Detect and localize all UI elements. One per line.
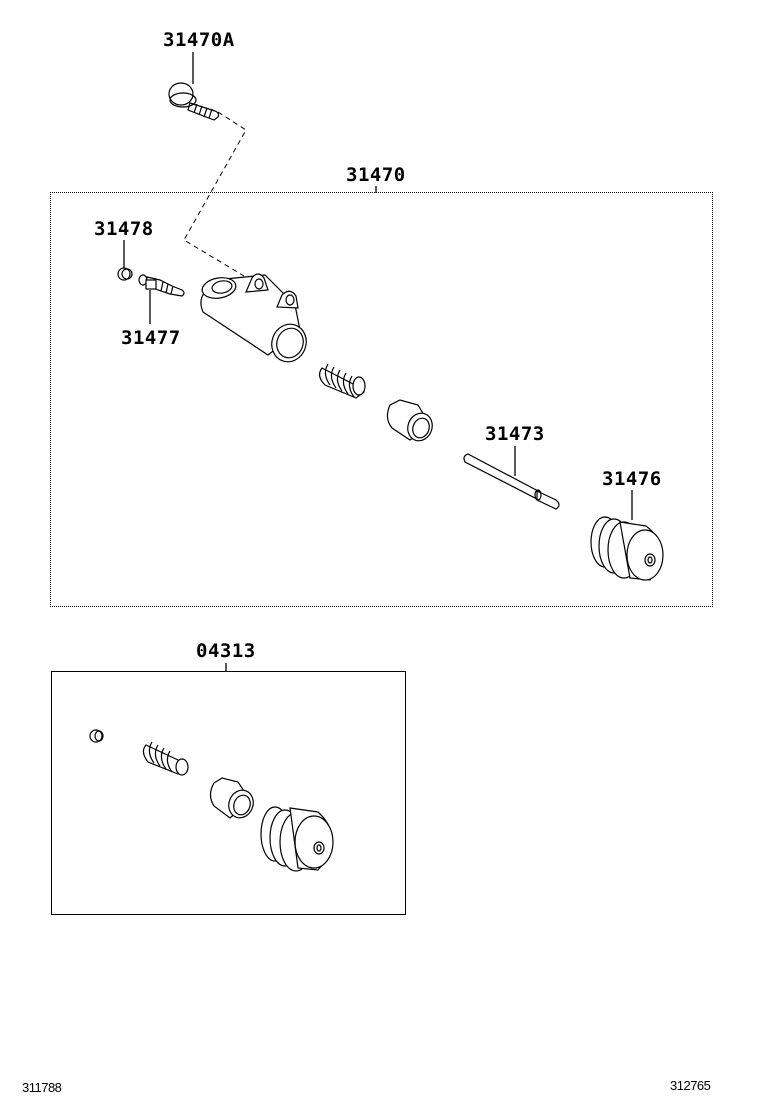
kit-04313-box [51,671,406,915]
kit-spring-icon [142,741,189,776]
assembly-31470-box [50,192,713,607]
footer-ref-code-right: 312765 [670,1078,711,1093]
boot-icon [590,516,664,581]
bolt-icon [168,82,220,121]
bleeder-plug-icon [138,274,185,297]
kit-bleeder-cap-icon [89,729,104,743]
callout-04313[interactable]: 04313 [196,640,256,662]
callout-31477[interactable]: 31477 [121,327,181,349]
callout-31478[interactable]: 31478 [94,218,154,240]
callout-31470A[interactable]: 31470A [163,29,235,51]
kit-piston-cup-icon [209,777,254,819]
push-rod-icon [463,453,560,510]
piston-cup-icon [386,399,433,442]
bleeder-cap-icon [117,267,133,281]
spring-icon [319,363,366,399]
footer-ref-code-left: 311788 [22,1080,62,1095]
callout-31473[interactable]: 31473 [485,423,545,445]
callout-31476[interactable]: 31476 [602,468,662,490]
kit-boot-icon [260,806,334,872]
callout-31470[interactable]: 31470 [346,164,406,186]
cylinder-body-icon [200,273,307,363]
install-path-dashed-line [183,111,247,277]
